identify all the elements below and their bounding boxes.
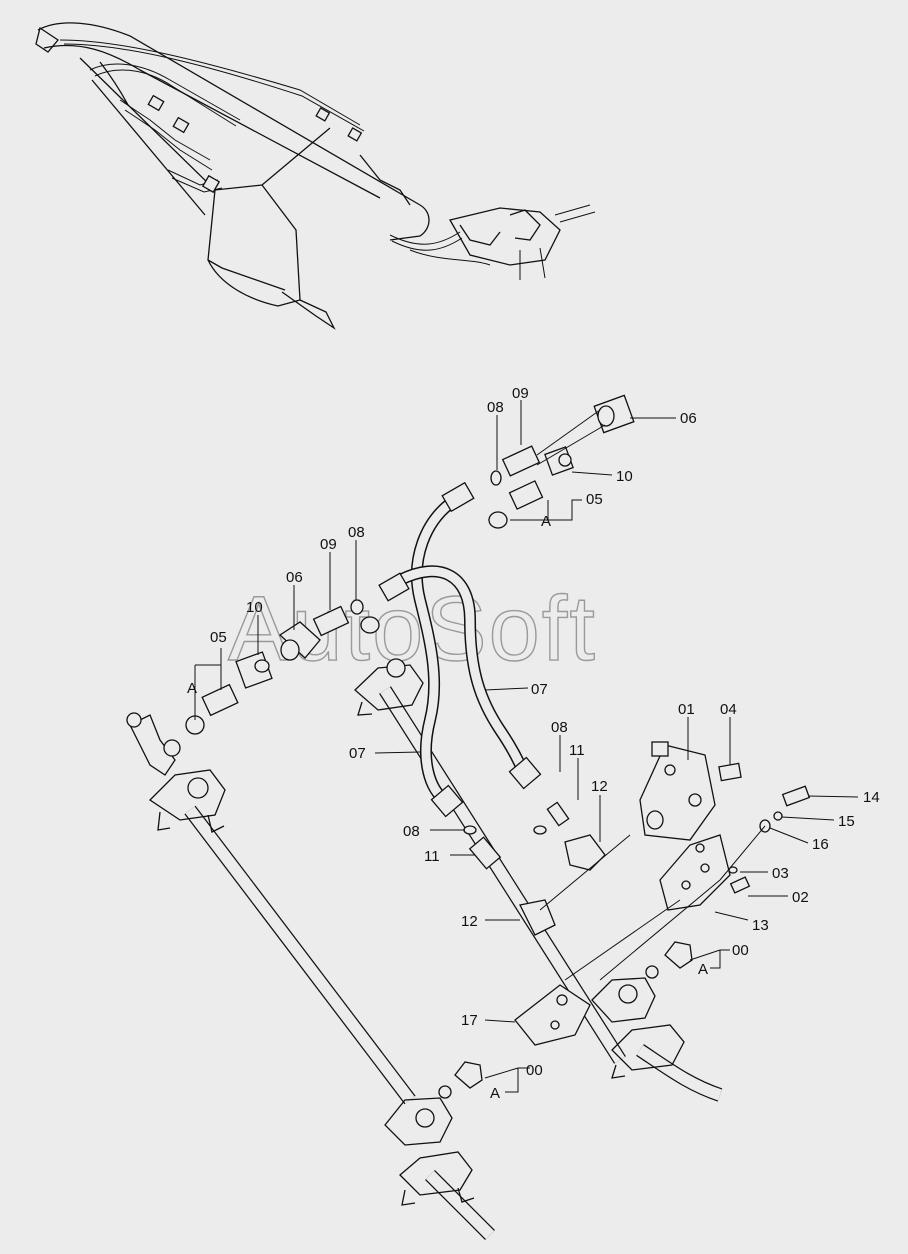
callout-03: 03 [772, 865, 789, 882]
callout-a-left: A [187, 680, 197, 697]
callout-17: 17 [461, 1012, 478, 1029]
callout-13: 13 [752, 917, 769, 934]
callout-00-bottom: 00 [526, 1062, 543, 1079]
callout-11-right: 11 [569, 742, 585, 759]
callout-a-bottom: A [490, 1085, 500, 1102]
callout-11-left: 11 [424, 848, 440, 865]
callout-labels: 09 08 06 10 05 A 09 08 06 10 05 A 07 07 … [187, 385, 880, 1102]
callout-00-right: 00 [732, 942, 749, 959]
hoses [378, 481, 542, 818]
leader-lines [194, 400, 859, 1093]
callout-01: 01 [678, 701, 695, 718]
top-fittings [488, 394, 635, 529]
callout-16: 16 [812, 836, 829, 853]
callout-04: 04 [720, 701, 737, 718]
callout-12-left: 12 [461, 913, 478, 930]
callout-05-left: 05 [210, 629, 227, 646]
callout-a-right: A [698, 961, 708, 978]
callout-09-mid: 09 [320, 536, 337, 553]
callout-09-top: 09 [512, 385, 529, 402]
callout-08-left: 08 [403, 823, 420, 840]
callout-07-right: 07 [531, 681, 548, 698]
callout-06-top: 06 [680, 410, 697, 427]
callout-05-top: 05 [586, 491, 603, 508]
left-main-pipe [126, 712, 495, 1240]
excavator-overview [35, 22, 596, 330]
callout-a-top: A [541, 513, 551, 530]
callout-08-top: 08 [487, 399, 504, 416]
callout-08-mid: 08 [348, 524, 365, 541]
callout-12-right: 12 [591, 778, 608, 795]
callout-08-right: 08 [551, 719, 568, 736]
callout-07-left: 07 [349, 745, 366, 762]
middle-left-fittings [185, 599, 380, 735]
callout-10-top: 10 [616, 468, 633, 485]
callout-10-mid: 10 [246, 599, 263, 616]
valve-assembly [438, 741, 811, 1099]
callout-02: 02 [792, 889, 809, 906]
callout-15: 15 [838, 813, 855, 830]
callout-06-mid: 06 [286, 569, 303, 586]
callout-14: 14 [863, 789, 880, 806]
